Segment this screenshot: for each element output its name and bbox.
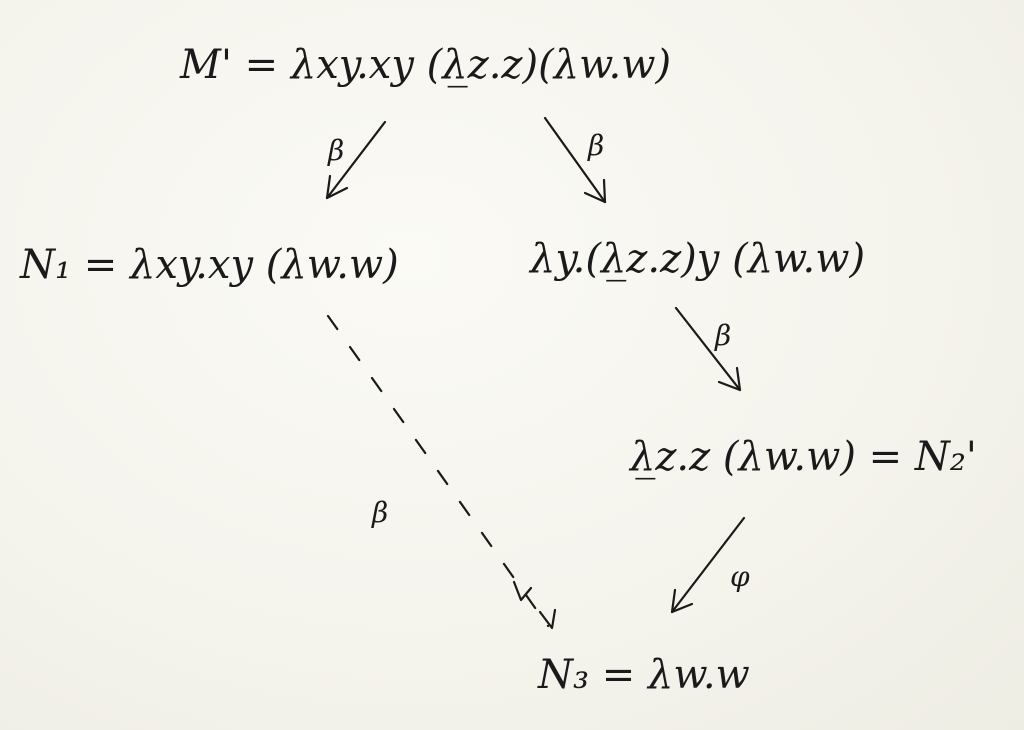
node-m-prime: M' = λxy.xy (λ̲z.z)(λw.w) <box>179 42 671 88</box>
edge-m-to-n1: β <box>325 120 387 200</box>
node-middle: λy.(λ̲z.z)y (λw.w) <box>528 236 865 282</box>
edge-n1-to-n3-line <box>326 314 550 628</box>
node-n3: N₃ = λw.w <box>537 652 750 698</box>
node-n2-prime: λ̲z.z (λw.w) = N₂' <box>628 434 977 480</box>
edge-n2-to-n3-arrowhead <box>670 588 694 614</box>
edge-n1-to-n3-arrowhead-1 <box>512 580 533 602</box>
edge-m-to-n1-line <box>325 120 387 200</box>
edge-m-to-n1-arrowhead <box>325 174 349 200</box>
edge-n1-to-n3-label: β <box>371 496 388 529</box>
node-n1: N₁ = λxy.xy (λw.w) <box>19 242 399 288</box>
edge-middle-to-n2-line <box>674 306 742 392</box>
edge-n2-to-n3-line <box>670 516 746 614</box>
edge-m-to-n1-label: β <box>327 134 344 167</box>
edge-m-to-middle: β <box>543 116 607 204</box>
edge-n1-to-n3-arrowhead-2 <box>538 608 557 630</box>
edge-m-to-middle-line <box>543 116 607 204</box>
edge-n2-to-n3-label: φ <box>730 560 750 593</box>
edge-m-to-middle-arrowhead <box>583 178 607 204</box>
edge-middle-to-n2-label: β <box>714 319 731 352</box>
edge-m-to-middle-label: β <box>587 129 604 162</box>
edge-middle-to-n2-arrowhead <box>717 366 742 392</box>
edge-n1-to-n3: β <box>326 314 557 630</box>
edge-middle-to-n2: β <box>674 306 742 392</box>
edge-n2-to-n3: φ <box>670 516 750 614</box>
